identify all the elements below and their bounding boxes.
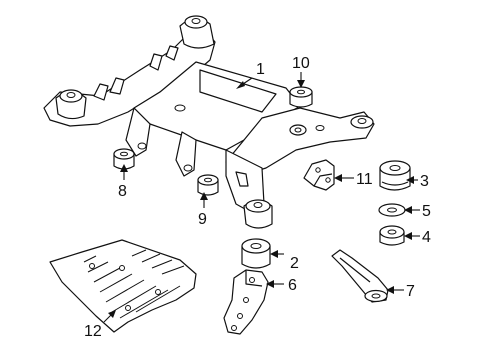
bracket-part-11 (303, 159, 335, 191)
leader-4 (404, 232, 420, 240)
callout-1: 1 (256, 61, 265, 78)
callout-12: 12 (84, 323, 102, 340)
bushing-part-10 (289, 86, 313, 108)
callout-11: 11 (356, 171, 373, 188)
leader-9 (200, 192, 208, 208)
mount-bushing-part-3 (379, 160, 411, 191)
heat-shield-part-12 (49, 239, 197, 333)
callout-7: 7 (406, 283, 415, 300)
arm-part-7 (331, 249, 389, 303)
bushing-part-9 (197, 174, 219, 196)
leader-8 (120, 164, 128, 180)
leader-5 (404, 206, 420, 214)
callout-3: 3 (420, 173, 429, 190)
callout-6: 6 (288, 277, 297, 294)
callout-9: 9 (198, 211, 207, 228)
callout-8: 8 (118, 183, 127, 200)
subframe-part-1 (43, 15, 375, 229)
callout-10: 10 (292, 55, 310, 72)
callout-4: 4 (422, 229, 431, 246)
callout-5: 5 (422, 203, 431, 220)
leader-10 (297, 72, 305, 88)
rubber-stop-part-4 (379, 225, 405, 246)
bushing-part-2 (241, 238, 271, 269)
leader-11 (334, 174, 354, 182)
bracket-part-6 (223, 269, 269, 335)
callout-2: 2 (290, 255, 299, 272)
leader-1 (236, 77, 253, 89)
leader-12 (103, 310, 116, 323)
leader-3 (406, 176, 418, 184)
washer-part-5 (378, 203, 406, 217)
leader-6 (266, 280, 284, 288)
leader-2 (270, 250, 284, 258)
leader-7 (386, 286, 404, 294)
